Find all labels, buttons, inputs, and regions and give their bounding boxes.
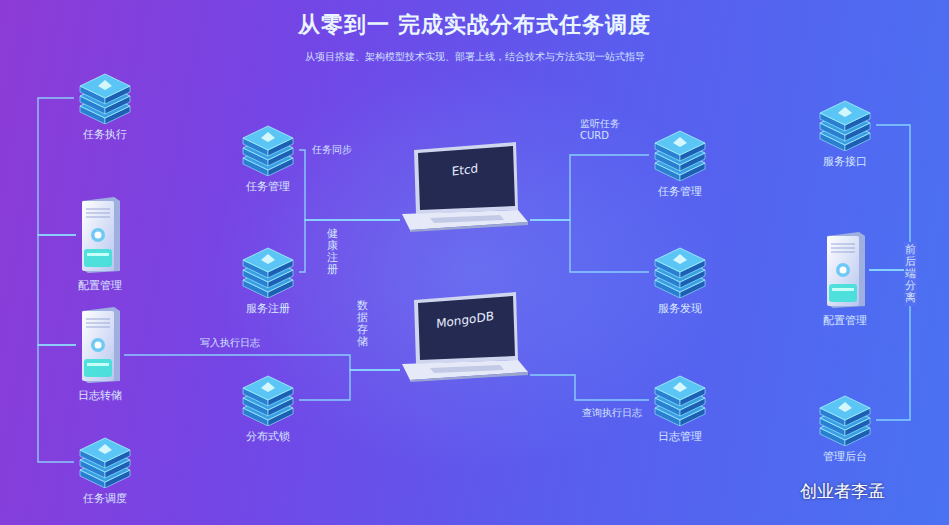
connector bbox=[530, 375, 649, 400]
node-label: 服务发现 bbox=[658, 302, 702, 315]
module-node: 任务执行 bbox=[74, 72, 136, 141]
connector bbox=[124, 355, 400, 370]
node-label: 任务管理 bbox=[658, 185, 702, 198]
node-label: 配置管理 bbox=[823, 314, 867, 327]
edge-label: 监听任务 CURD bbox=[580, 118, 630, 142]
cube-stack-icon bbox=[237, 124, 299, 176]
laptop-icon bbox=[400, 290, 530, 382]
side-label: 前后端分离 bbox=[904, 242, 917, 306]
module-node: 服务接口 bbox=[814, 99, 876, 168]
node-label: 服务接口 bbox=[823, 155, 867, 168]
laptop-node: MongoDB bbox=[400, 290, 530, 382]
module-node: 日志管理 bbox=[649, 374, 711, 443]
laptop-icon bbox=[400, 140, 530, 232]
module-node: 任务管理 bbox=[237, 124, 299, 193]
node-label: 任务管理 bbox=[246, 180, 290, 193]
cube-stack-icon bbox=[237, 246, 299, 298]
node-label: 配置管理 bbox=[78, 279, 122, 292]
server-node: 日志转储 bbox=[76, 305, 124, 402]
module-node: 任务调度 bbox=[74, 436, 136, 505]
cube-stack-icon bbox=[814, 394, 876, 446]
connector bbox=[299, 370, 400, 400]
connector bbox=[530, 220, 649, 272]
server-icon bbox=[76, 195, 124, 275]
connector bbox=[38, 98, 76, 235]
cube-stack-icon bbox=[814, 99, 876, 151]
subtitle: 从项目搭建、架构模型技术实现、部署上线，结合技术与方法实现一站式指导 bbox=[0, 50, 949, 64]
node-label: 服务注册 bbox=[246, 302, 290, 315]
watermark: 创业者李孟 bbox=[800, 481, 885, 502]
cube-stack-icon bbox=[649, 374, 711, 426]
module-node: 服务发现 bbox=[649, 246, 711, 315]
module-node: 服务注册 bbox=[237, 246, 299, 315]
node-label: 管理后台 bbox=[823, 450, 867, 463]
cube-stack-icon bbox=[237, 374, 299, 426]
edge-label: 任务同步 bbox=[312, 144, 352, 156]
cube-stack-icon bbox=[74, 436, 136, 488]
connector bbox=[530, 155, 649, 220]
glow bbox=[210, 70, 730, 470]
node-label: 日志转储 bbox=[78, 389, 122, 402]
cube-stack-icon bbox=[74, 72, 136, 124]
node-label: 任务调度 bbox=[83, 492, 127, 505]
node-label: 分布式锁 bbox=[246, 430, 290, 443]
edge-label: 健康注册 bbox=[327, 228, 338, 276]
cube-stack-icon bbox=[649, 129, 711, 181]
module-node: 分布式锁 bbox=[237, 374, 299, 443]
connector bbox=[38, 235, 76, 345]
title: 从零到一 完成实战分布式任务调度 bbox=[0, 10, 949, 40]
edge-label: 查询执行日志 bbox=[582, 407, 642, 419]
connector bbox=[38, 345, 76, 462]
connector bbox=[299, 150, 400, 220]
edge-label: 写入执行日志 bbox=[200, 337, 260, 349]
edge-label: 数据存储 bbox=[357, 300, 368, 348]
cube-stack-icon bbox=[649, 246, 711, 298]
server-node: 配置管理 bbox=[76, 195, 124, 292]
module-node: 管理后台 bbox=[814, 394, 876, 463]
server-node: 配置管理 bbox=[821, 230, 869, 327]
node-label: 日志管理 bbox=[658, 430, 702, 443]
server-icon bbox=[76, 305, 124, 385]
node-label: 任务执行 bbox=[83, 128, 127, 141]
laptop-node: Etcd bbox=[400, 140, 530, 232]
server-icon bbox=[821, 230, 869, 310]
module-node: 任务管理 bbox=[649, 129, 711, 198]
connector bbox=[299, 220, 400, 272]
